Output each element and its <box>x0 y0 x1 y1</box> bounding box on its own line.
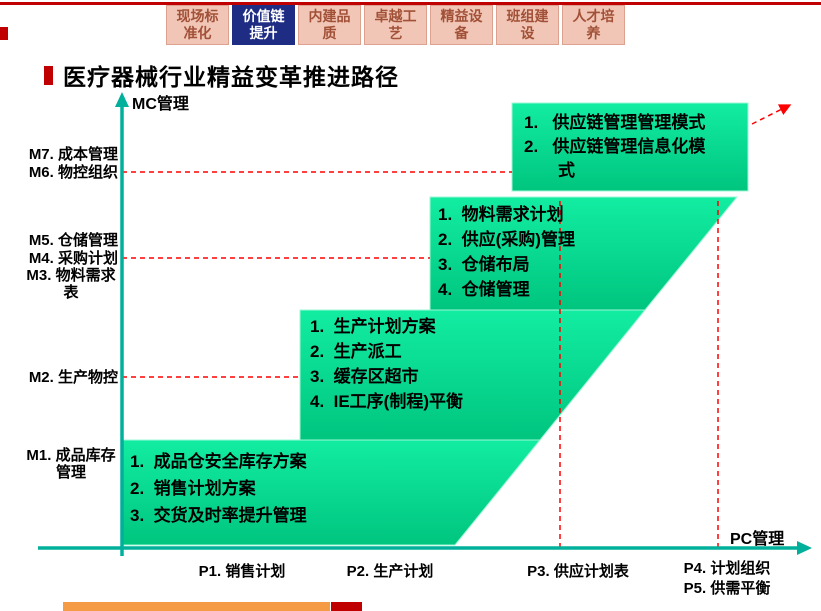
top-box-shape <box>511 102 749 192</box>
tab-label: 艺 <box>388 25 403 41</box>
label-m3: M3. 物料需求 表 <box>26 267 116 301</box>
tab-label: 设 <box>520 25 535 41</box>
tab-label: 备 <box>454 25 469 41</box>
tab-talent-development[interactable]: 人才培 养 <box>562 5 625 45</box>
step-line: 1. 成品仓安全库存方案 <box>130 452 307 471</box>
step-3-shape <box>429 196 739 311</box>
top-accent-line <box>0 2 821 5</box>
title-bullet <box>44 65 53 85</box>
label-m5: M5. 仓储管理 <box>28 232 118 249</box>
tab-label: 现场标 <box>176 8 219 24</box>
label-m4: M4. 采购计划 <box>28 250 118 267</box>
label-m7: M7. 成本管理 <box>28 146 118 163</box>
step-1-list: 1. 成品仓安全库存方案 2. 销售计划方案 3. 交货及时率提升管理 <box>130 448 430 529</box>
x-axis-title: PC管理 <box>730 531 785 548</box>
step-line: 3. 仓储布局 <box>438 255 530 274</box>
top-box-list: 1. 供应链管理管理模式 2. 供应链管理信息化模 式 <box>524 111 742 183</box>
label-p2: P2. 生产计划 <box>346 563 434 580</box>
bottom-orange-bar <box>63 602 330 611</box>
step-3-list: 1. 物料需求计划 2. 供应(采购)管理 3. 仓储布局 4. 仓储管理 <box>438 202 718 302</box>
step-line: 2. 供应链管理信息化模 式 <box>524 137 706 180</box>
label-p1: P1. 销售计划 <box>198 563 286 580</box>
left-accent-mark <box>0 27 8 40</box>
step-line: 4. IE工序(制程)平衡 <box>310 392 464 411</box>
label-p5: P5. 供需平衡 <box>683 580 771 597</box>
tab-label: 内建品 <box>308 8 351 24</box>
page-title: 医疗器械行业精益变革推进路径 <box>63 64 399 90</box>
step-line: 1. 供应链管理管理模式 <box>524 113 706 132</box>
tab-label: 质 <box>322 25 337 41</box>
step-line: 4. 仓储管理 <box>438 280 530 299</box>
tab-label: 准化 <box>183 25 212 41</box>
step-line: 2. 销售计划方案 <box>130 479 256 498</box>
step-line: 2. 生产派工 <box>310 342 402 361</box>
step-line: 1. 生产计划方案 <box>310 317 436 336</box>
bottom-red-bar <box>331 602 362 611</box>
tab-label: 人才培 <box>572 8 615 24</box>
step-line: 1. 物料需求计划 <box>438 205 564 224</box>
tab-label: 提升 <box>249 25 278 41</box>
tab-label: 卓越工 <box>374 8 417 24</box>
label-m6: M6. 物控组织 <box>28 164 118 181</box>
step-line: 3. 缓存区超市 <box>310 367 419 386</box>
tab-lean-equipment[interactable]: 精益设 备 <box>430 5 493 45</box>
tab-team-building[interactable]: 班组建 设 <box>496 5 559 45</box>
label-p4: P4. 计划组织 <box>683 560 771 577</box>
step-line: 2. 供应(采购)管理 <box>438 230 575 249</box>
title-row: 医疗器械行业精益变革推进路径 <box>44 58 399 92</box>
y-axis-title: MC管理 <box>132 96 189 113</box>
tab-built-in-quality[interactable]: 内建品 质 <box>298 5 361 45</box>
y-axis-arrow <box>115 92 129 107</box>
tab-label: 养 <box>586 25 601 41</box>
step-line: 3. 交货及时率提升管理 <box>130 506 307 525</box>
tab-label: 价值链 <box>242 8 285 24</box>
label-m2: M2. 生产物控 <box>28 369 118 386</box>
x-axis-arrow <box>797 541 812 555</box>
label-m1: M1. 成品库存 管理 <box>26 447 116 481</box>
tab-field-standardization[interactable]: 现场标 准化 <box>166 5 229 45</box>
tab-bar: 现场标 准化 价值链 提升 内建品 质 卓越工 艺 精益设 备 班组建 设 人才… <box>166 5 625 45</box>
step-2-list: 1. 生产计划方案 2. 生产派工 3. 缓存区超市 4. IE工序(制程)平衡 <box>310 314 590 414</box>
label-p3: P3. 供应计划表 <box>527 563 629 580</box>
tab-label: 精益设 <box>440 8 483 24</box>
tab-label: 班组建 <box>506 8 549 24</box>
trend-arrow <box>751 104 792 125</box>
tab-value-chain[interactable]: 价值链 提升 <box>232 5 295 45</box>
tab-excellent-process[interactable]: 卓越工 艺 <box>364 5 427 45</box>
